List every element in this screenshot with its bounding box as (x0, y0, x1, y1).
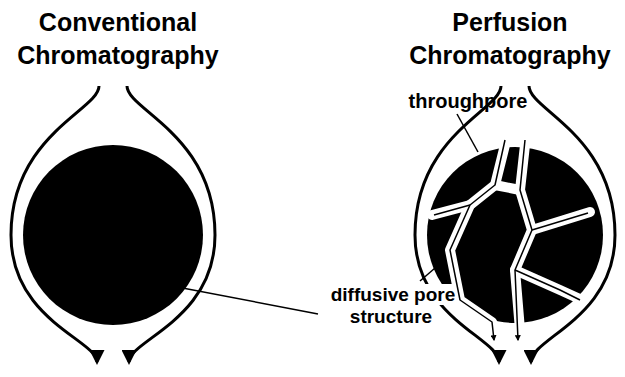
panel-title: Perfusion Chromatography (400, 6, 620, 72)
leader-line (172, 286, 318, 314)
leader-line (420, 262, 442, 281)
solid-particle (23, 145, 203, 325)
part-label: diffusive pore structure (322, 284, 462, 328)
part-label: throughpore (408, 90, 528, 112)
pore-flow-lines (434, 140, 588, 340)
panel-title: Conventional Chromatography (8, 6, 228, 72)
flow-line (11, 86, 99, 362)
flow-line (127, 86, 215, 362)
flow-line (529, 86, 615, 362)
leader-line (457, 114, 478, 152)
